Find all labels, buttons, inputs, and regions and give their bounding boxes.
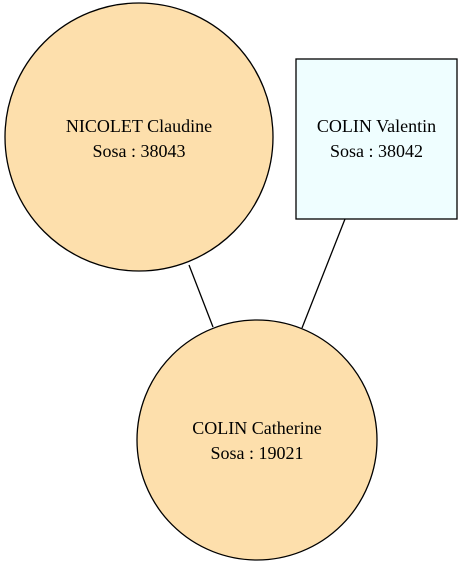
node-colin-valentin-name: COLIN Valentin xyxy=(317,116,436,136)
node-nicolet-claudine-sosa: Sosa : 38043 xyxy=(92,141,185,161)
node-colin-catherine[interactable]: COLIN Catherine Sosa : 19021 xyxy=(136,319,378,561)
edge-nicolet-claudine-to-colin-catherine xyxy=(188,264,214,328)
node-colin-catherine-name: COLIN Catherine xyxy=(192,418,321,438)
node-nicolet-claudine-name: NICOLET Claudine xyxy=(66,116,212,136)
edges xyxy=(188,218,346,329)
node-colin-valentin-sosa: Sosa : 38042 xyxy=(330,141,423,161)
node-colin-valentin[interactable]: COLIN Valentin Sosa : 38042 xyxy=(295,58,458,220)
node-colin-catherine-sosa: Sosa : 19021 xyxy=(210,443,303,463)
node-nicolet-claudine-shape xyxy=(4,2,274,272)
node-nicolet-claudine[interactable]: NICOLET Claudine Sosa : 38043 xyxy=(4,2,274,272)
edge-colin-valentin-to-colin-catherine xyxy=(301,218,346,329)
node-colin-valentin-shape xyxy=(295,58,458,220)
node-colin-catherine-shape xyxy=(136,319,378,561)
